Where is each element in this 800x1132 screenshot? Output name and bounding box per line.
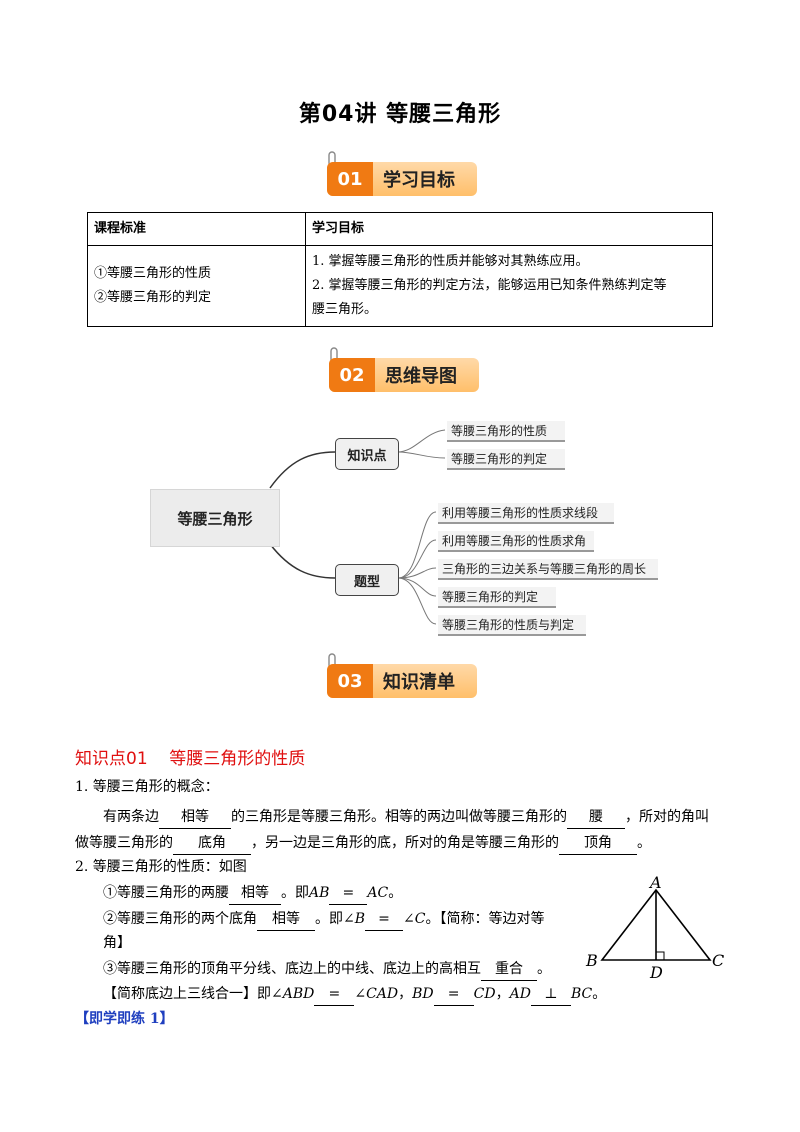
isosceles-triangle-figure: A B C D [585, 873, 724, 982]
text: ∠ [403, 911, 415, 927]
mindmap-leaf: 等腰三角形的判定 [447, 449, 565, 470]
table-cell: 1. 掌握等腰三角形的性质并能够对其熟练应用。 2. 掌握等腰三角形的判定方法，… [305, 245, 713, 327]
paperclip-icon [328, 151, 336, 170]
text: ，另一边是三角形的底，所对的角是等腰三角形的 [251, 835, 559, 851]
fill-blank: ⊥ [530, 983, 571, 1006]
mindmap-branch-knowledge: 知识点 [335, 438, 399, 470]
text: 【简称底边上三线合一】即∠ [103, 986, 283, 1002]
math-var: CD [473, 986, 496, 1002]
course-standard-item: ①等腰三角形的性质 [94, 266, 212, 281]
fill-blank: 顶角 [559, 832, 637, 855]
math-var: C [414, 911, 426, 927]
math-var: BD [412, 986, 434, 1002]
mindmap-branch-question-types: 题型 [335, 564, 399, 596]
text: 。即∠ [315, 911, 355, 927]
mindmap-leaf: 等腰三角形的性质 [447, 421, 565, 442]
math-var: AC [367, 885, 389, 901]
learning-goals-table: 课程标准 学习目标 ①等腰三角形的性质 ②等腰三角形的判定 1. 掌握等腰三角形… [87, 212, 713, 327]
banner-number: 01 [327, 162, 373, 196]
mindmap-connectors [269, 429, 446, 625]
property-item-2: ②等腰三角形的两个底角相等。即∠B=∠C。【简称：等边对等 [103, 908, 544, 931]
point-label-d: D [649, 963, 663, 982]
knowledge-point-title: 知识点01 等腰三角形的性质 [75, 749, 306, 769]
table-cell: ①等腰三角形的性质 ②等腰三角形的判定 [87, 245, 306, 327]
fill-blank: 底角 [173, 832, 251, 855]
text: 。即 [281, 885, 309, 901]
fill-blank: = [365, 908, 404, 931]
mindmap-leaf: 利用等腰三角形的性质求线段 [438, 503, 614, 524]
text: ①等腰三角形的两腰 [103, 885, 229, 901]
fill-blank: 腰 [567, 806, 625, 829]
banner-number: 03 [327, 664, 373, 698]
table-header: 课程标准 [87, 212, 306, 246]
math-var: ∠CAD [354, 986, 399, 1002]
goal-item: 腰三角形。 [312, 302, 378, 317]
banner-number: 02 [329, 358, 375, 392]
mindmap-leaf: 等腰三角形的性质与判定 [438, 615, 586, 636]
banner-label: 思维导图 [385, 366, 457, 387]
fill-blank: 重合 [481, 958, 537, 981]
text: ②等腰三角形的两个底角 [103, 911, 257, 927]
text: ③等腰三角形的顶角平分线、底边上的中线、底边上的高相互 [103, 961, 481, 977]
banner-label: 学习目标 [383, 170, 455, 191]
paperclip-icon [330, 347, 338, 366]
fill-blank: 相等 [257, 908, 315, 931]
property-item-2-cont: 角】 [103, 935, 131, 951]
vertex-label-a: A [648, 873, 662, 892]
mindmap-root: 等腰三角形 [150, 489, 280, 547]
section-banner-mindmap: 02 思维导图 [325, 346, 485, 398]
mindmap-leaf: 利用等腰三角形的性质求角 [438, 531, 594, 552]
section-banner-checklist: 03 知识清单 [323, 652, 483, 704]
goal-item: 1. 掌握等腰三角形的性质并能够对其熟练应用。 [312, 254, 589, 269]
concept-heading: 1. 等腰三角形的概念： [75, 779, 219, 795]
text: 有两条边 [103, 809, 159, 825]
vertex-label-c: C [712, 951, 724, 970]
practice-heading: 【即学即练 1】 [75, 1011, 174, 1027]
fill-blank: = [433, 983, 474, 1006]
fill-blank: = [329, 882, 368, 905]
math-var: AB [309, 885, 330, 901]
text: 。 [537, 961, 551, 977]
property-item-3: ③等腰三角形的顶角平分线、底边上的中线、底边上的高相互重合。 [103, 958, 551, 981]
property-item-4: 【简称底边上三线合一】即∠ABD=∠CAD，BD=CD，AD⊥BC。 [103, 983, 606, 1006]
property-item-1: ①等腰三角形的两腰相等。即AB=AC。 [103, 882, 402, 905]
concept-line-1: 有两条边相等的三角形是等腰三角形。相等的两边叫做等腰三角形的腰，所对的角叫 [103, 806, 709, 829]
text: ，所对的角叫 [625, 809, 709, 825]
math-var: B [354, 911, 366, 927]
fill-blank: = [314, 983, 355, 1006]
fill-blank: 相等 [159, 806, 231, 829]
vertex-label-b: B [585, 951, 598, 970]
banner-label: 知识清单 [383, 672, 455, 693]
course-standard-item: ②等腰三角形的判定 [94, 290, 212, 305]
text: 的三角形是等腰三角形。相等的两边叫做等腰三角形的 [231, 809, 567, 825]
mindmap-leaf: 三角形的三边关系与等腰三角形的周长 [438, 559, 658, 580]
section-banner-goals: 01 学习目标 [323, 150, 483, 202]
goal-item: 2. 掌握等腰三角形的判定方法，能够运用已知条件熟练判定等 [312, 278, 667, 293]
text: 。【简称：等边对等 [425, 911, 545, 927]
text: ， [398, 986, 413, 1002]
table-header: 学习目标 [305, 212, 713, 246]
text: 。 [592, 986, 607, 1002]
mindmap-leaf: 等腰三角形的判定 [438, 587, 556, 608]
math-var: ABD [282, 986, 315, 1002]
fill-blank: 相等 [229, 882, 281, 905]
text: ， [495, 986, 510, 1002]
text: 。 [637, 835, 651, 851]
property-heading: 2. 等腰三角形的性质：如图 [75, 859, 247, 875]
text: 做等腰三角形的 [75, 835, 173, 851]
concept-line-2: 做等腰三角形的底角，另一边是三角形的底，所对的角是等腰三角形的顶角。 [75, 832, 651, 855]
text: 。 [388, 885, 403, 901]
math-var: BC [570, 986, 593, 1002]
paperclip-icon [328, 653, 336, 672]
math-var: AD [509, 986, 531, 1002]
page-title: 第04讲 等腰三角形 [298, 102, 502, 127]
